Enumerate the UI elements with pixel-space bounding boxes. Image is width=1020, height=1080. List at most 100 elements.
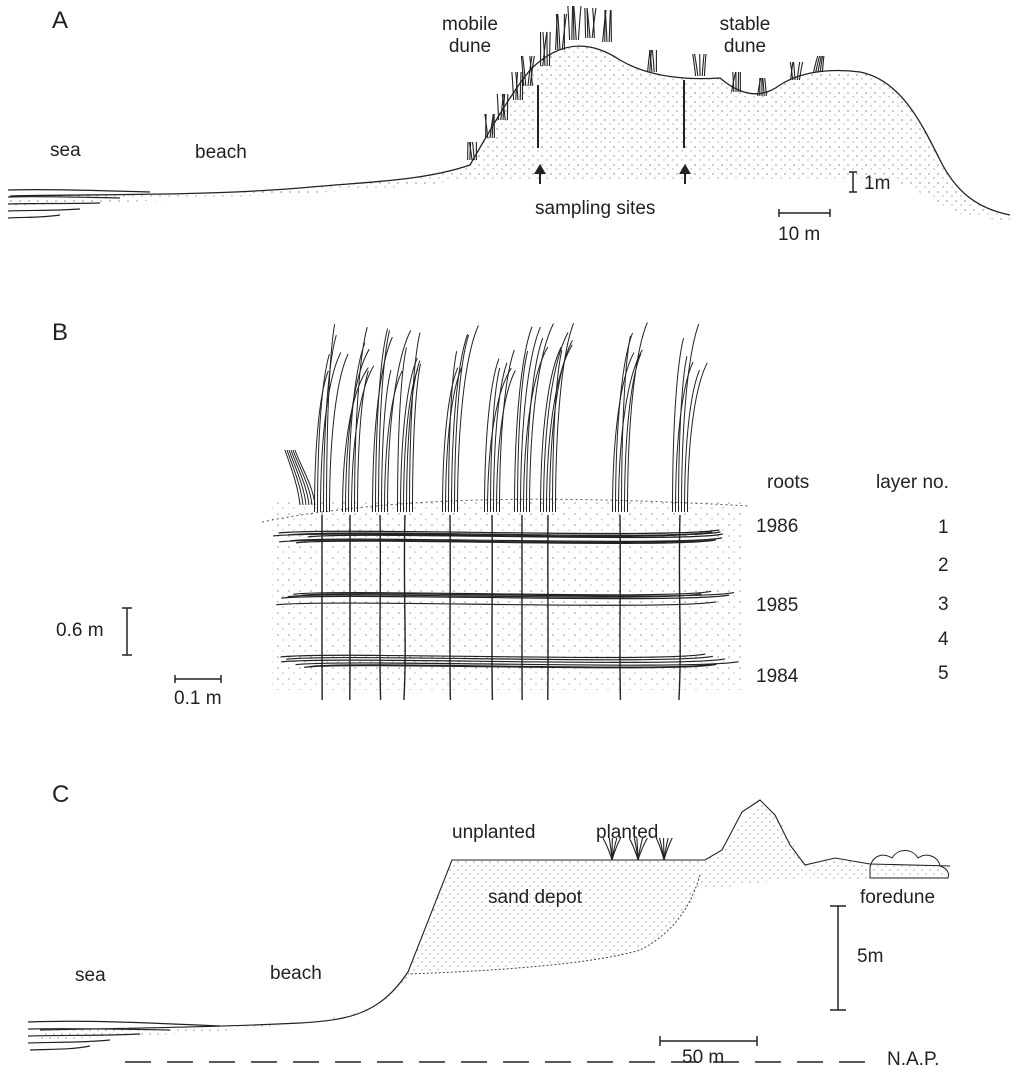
root-strand (286, 655, 713, 661)
marram-leaf (448, 351, 458, 513)
scale-bar-vertical-b (122, 607, 132, 656)
marram-stem (379, 514, 382, 701)
panel-letter-c: C (52, 781, 70, 808)
marram-leaf (384, 370, 403, 513)
label-unplanted: unplanted (452, 822, 536, 843)
marram-leaf (520, 326, 541, 513)
layer-number-5: 5 (938, 663, 949, 684)
grass-blade (732, 71, 735, 93)
grass-blade (519, 71, 522, 101)
marram-leaf (412, 363, 422, 513)
grass-blade (757, 77, 762, 97)
label-scale-5m: 5m (857, 946, 884, 967)
label-mobile-dune-line2: dune (448, 36, 492, 57)
marram-leaf (351, 365, 375, 513)
dune-sand-body (10, 46, 1010, 222)
label-beach-c: beach (270, 963, 322, 984)
root-layers (273, 529, 739, 669)
panel-letter-a: A (52, 7, 69, 34)
root-strand (309, 663, 716, 668)
grass-blade (813, 55, 819, 73)
label-stable-dune-line2: dune (723, 36, 767, 57)
grass-blade (796, 61, 801, 81)
marram-leaf (294, 449, 316, 506)
scale-bar-vertical-c (830, 905, 846, 1011)
root-strand (307, 533, 723, 539)
layer-number-4: 4 (938, 629, 949, 650)
label-nap: N.A.P. (887, 1049, 940, 1070)
grass-blade (692, 53, 697, 77)
label-scale-0-6m: 0.6 m (56, 620, 104, 641)
panel-a: A sea beach mobile dune stable dune samp… (0, 0, 1020, 290)
grass-blade (701, 53, 705, 77)
grass-blade (798, 61, 804, 81)
marram-leaf (326, 324, 336, 513)
grass-blade (555, 13, 558, 51)
panel-letter-b: B (52, 319, 69, 346)
grass-blade (522, 55, 527, 87)
layer-number-3: 3 (938, 594, 949, 615)
grass-blade (584, 7, 587, 39)
label-scale-10m: 10 m (778, 224, 821, 245)
grass-blade (586, 7, 591, 39)
grass-blade (548, 31, 551, 67)
label-mobile-dune: mobile dune (435, 14, 505, 58)
root-strand (278, 529, 720, 535)
marram-leaf (546, 344, 573, 513)
marram-leaf (517, 350, 529, 513)
grass-blade (815, 55, 821, 73)
marram-leaf (490, 367, 501, 513)
grass-blade (529, 55, 535, 87)
marram-leaf (323, 334, 337, 513)
marram-leaf (442, 367, 459, 513)
grass-blade (819, 55, 824, 73)
root-year-1984: 1984 (756, 666, 799, 687)
sampling-arrows (534, 164, 691, 184)
root-strand (276, 601, 717, 606)
grass-blade (651, 49, 655, 73)
grass-blade (604, 9, 608, 43)
grass-blade (555, 13, 559, 51)
marram-leaf (400, 357, 418, 513)
label-sand-depot: sand depot (488, 887, 583, 908)
root-strand (281, 658, 726, 663)
marram-leaf (529, 323, 554, 513)
label-stable-dune-line1: stable (719, 14, 771, 35)
marram-leaf (493, 362, 508, 513)
marram-leaf (457, 325, 479, 513)
marram-leaf (687, 362, 708, 513)
root-year-1986: 1986 (756, 516, 799, 537)
dune-surface-line (9, 45, 1011, 216)
marram-leaf (329, 353, 349, 513)
grass-blade (571, 5, 574, 41)
marram-leaf (345, 348, 370, 513)
marram-leaf (681, 323, 700, 513)
panel-c-profile (27, 799, 951, 1063)
label-scale-1m: 1m (864, 173, 891, 194)
root-strand (279, 538, 714, 544)
marram-leaf (406, 360, 421, 513)
grass-blade (491, 113, 494, 139)
foredune-shrub (869, 850, 949, 879)
marram-leaf (678, 356, 688, 513)
marram-leaf (378, 330, 391, 513)
root-year-1985: 1985 (756, 595, 799, 616)
marram-leaf (555, 323, 574, 513)
marram-leaf (284, 449, 301, 506)
marram-leaf (621, 335, 631, 513)
root-strand (293, 590, 712, 596)
grass-blade (611, 837, 622, 861)
marram-leaf (354, 327, 368, 513)
grass-blade (557, 13, 561, 51)
grass-blade (527, 55, 533, 87)
root-strand (301, 591, 735, 597)
grass-blade (501, 93, 506, 121)
grass-blade (567, 5, 571, 41)
grass-blade (572, 5, 575, 41)
marram-leaf (290, 449, 310, 506)
marram-leaf (381, 370, 392, 513)
grass-blade (789, 61, 794, 81)
marram-leaf (451, 334, 469, 513)
grass-blade (573, 5, 577, 41)
